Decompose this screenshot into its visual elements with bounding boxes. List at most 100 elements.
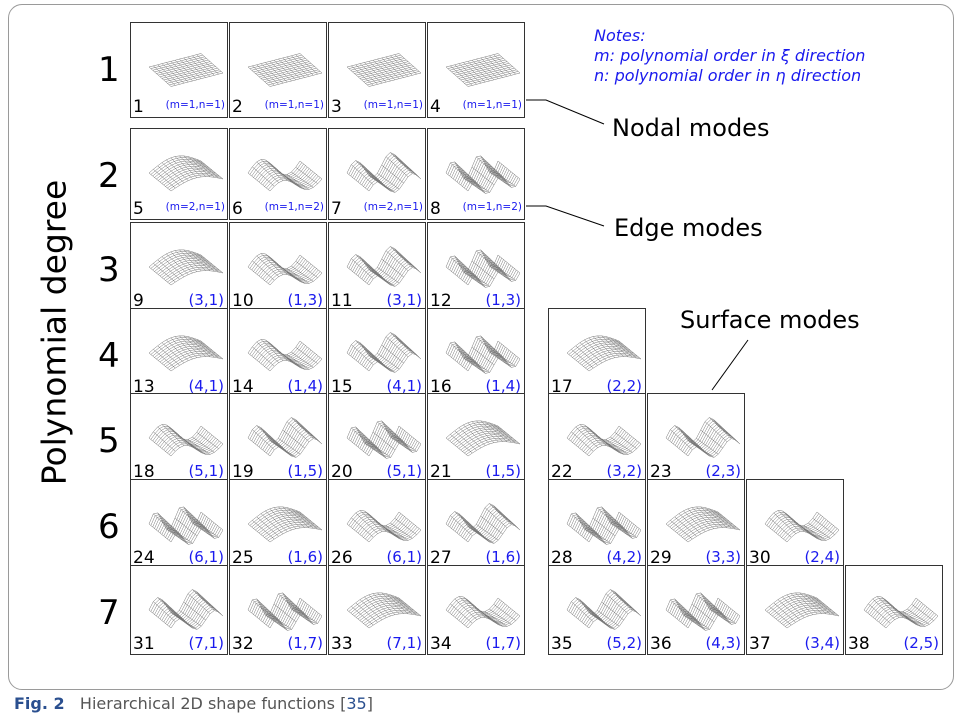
surface-plot-22 — [566, 424, 641, 457]
surface-plot-29 — [665, 506, 740, 543]
cell-order-label: (m=1,n=1) — [165, 99, 225, 111]
surface-mesh-1 — [148, 53, 223, 87]
surface-mesh-34 — [445, 596, 520, 629]
degree-label-6: 6 — [98, 507, 120, 547]
shape-function-cell-16: 16 (1,4) — [427, 308, 525, 398]
surface-plot-2 — [247, 53, 322, 87]
cell-number: 2 — [232, 97, 243, 117]
cell-order-label: (1,4) — [485, 377, 521, 395]
cell-order-label: (1,6) — [485, 548, 521, 566]
cell-number: 11 — [331, 291, 353, 311]
surface-plot-36 — [665, 592, 740, 631]
surface-plot-8 — [445, 155, 520, 194]
cell-number: 38 — [848, 634, 870, 654]
cell-number: 29 — [650, 548, 672, 568]
shape-function-cell-30: 30 (2,4) — [746, 479, 844, 569]
shape-function-cell-37: 37(3,4) — [746, 565, 844, 655]
surface-plot-9 — [148, 249, 223, 286]
degree-label-4: 4 — [98, 336, 120, 376]
shape-function-cell-29: 29(3,3) — [647, 479, 745, 569]
cell-number: 32 — [232, 634, 254, 654]
cell-number: 33 — [331, 634, 353, 654]
surface-mesh-38 — [863, 596, 938, 629]
surface-mesh-17 — [566, 335, 641, 372]
surface-mesh-16 — [445, 335, 520, 374]
cell-number: 5 — [133, 199, 144, 219]
surface-mesh-26 — [346, 510, 421, 543]
cell-number: 4 — [430, 97, 441, 117]
cell-number: 20 — [331, 462, 353, 482]
cell-number: 9 — [133, 291, 144, 311]
shape-function-cell-28: 28(4,2) — [548, 479, 646, 569]
surface-plot-3 — [346, 53, 421, 87]
shape-function-cell-33: 33(7,1) — [328, 565, 426, 655]
shape-function-cell-15: 15 (4,1) — [328, 308, 426, 398]
degree-label-3: 3 — [98, 250, 120, 290]
surface-plot-20 — [346, 420, 421, 459]
surface-mesh-4 — [445, 53, 520, 87]
shape-function-cell-12: 12(1,3) — [427, 222, 525, 312]
degree-label-2: 2 — [98, 156, 120, 196]
cell-number: 37 — [749, 634, 771, 654]
surface-mesh-32 — [247, 592, 322, 631]
cell-number: 14 — [232, 377, 254, 397]
surface-plot-11 — [346, 246, 421, 287]
surface-mesh-2 — [247, 53, 322, 87]
shape-function-cell-31: 31 (7,1) — [130, 565, 228, 655]
cell-number: 15 — [331, 377, 353, 397]
cell-order-label: (m=1,n=2) — [264, 201, 324, 213]
shape-function-cell-27: 27(1,6) — [427, 479, 525, 569]
cell-order-label: (3,2) — [606, 462, 642, 480]
cell-number: 36 — [650, 634, 672, 654]
surface-leader-line — [711, 339, 749, 391]
cell-order-label: (m=2,n=1) — [165, 201, 225, 213]
cell-number: 16 — [430, 377, 452, 397]
surface-mesh-21 — [445, 420, 520, 457]
shape-function-cell-14: 14(1,4) — [229, 308, 327, 398]
shape-function-cell-9: 9(3,1) — [130, 222, 228, 312]
cell-number: 3 — [331, 97, 342, 117]
surface-mesh-12 — [445, 249, 520, 288]
degree-label-7: 7 — [98, 593, 120, 633]
shape-function-cell-32: 32(1,7) — [229, 565, 327, 655]
surface-mesh-24 — [148, 506, 223, 545]
cell-order-label: (6,1) — [188, 548, 224, 566]
surface-plot-34 — [445, 596, 520, 629]
surface-plot-19 — [247, 417, 322, 458]
shape-function-cell-4: 4 (m=1,n=1) — [427, 22, 525, 118]
cell-order-label: (1,7) — [485, 634, 521, 652]
surface-mesh-31 — [148, 589, 223, 630]
surface-modes-label: Surface modes — [680, 306, 860, 334]
surface-plot-32 — [247, 592, 322, 631]
cell-order-label: (4,2) — [606, 548, 642, 566]
cell-number: 31 — [133, 634, 155, 654]
cell-number: 30 — [749, 548, 771, 568]
surface-mesh-19 — [247, 417, 322, 458]
cell-number: 35 — [551, 634, 573, 654]
cell-order-label: (m=1,n=1) — [264, 99, 324, 111]
shape-function-cell-10: 10(1,3) — [229, 222, 327, 312]
cell-order-label: (6,1) — [386, 548, 422, 566]
cell-number: 10 — [232, 291, 254, 311]
surface-mesh-18 — [148, 424, 223, 457]
cell-order-label: (m=2,n=1) — [363, 201, 423, 213]
cell-number: 22 — [551, 462, 573, 482]
cell-order-label: (2,4) — [804, 548, 840, 566]
surface-plot-38 — [863, 596, 938, 629]
surface-plot-33 — [346, 592, 421, 629]
cell-order-label: (m=1,n=1) — [462, 99, 522, 111]
surface-mesh-6 — [247, 159, 322, 192]
cell-order-label: (4,1) — [188, 377, 224, 395]
surface-mesh-28 — [566, 506, 641, 545]
cell-number: 17 — [551, 377, 573, 397]
cell-number: 23 — [650, 462, 672, 482]
cell-order-label: (7,1) — [188, 634, 224, 652]
surface-plot-17 — [566, 335, 641, 372]
cell-number: 25 — [232, 548, 254, 568]
shape-function-cell-11: 11(3,1) — [328, 222, 426, 312]
surface-plot-1 — [148, 53, 223, 87]
cell-order-label: (4,1) — [386, 377, 422, 395]
cell-order-label: (2,2) — [606, 377, 642, 395]
surface-mesh-14 — [247, 339, 322, 372]
caption-close: ] — [366, 694, 373, 713]
